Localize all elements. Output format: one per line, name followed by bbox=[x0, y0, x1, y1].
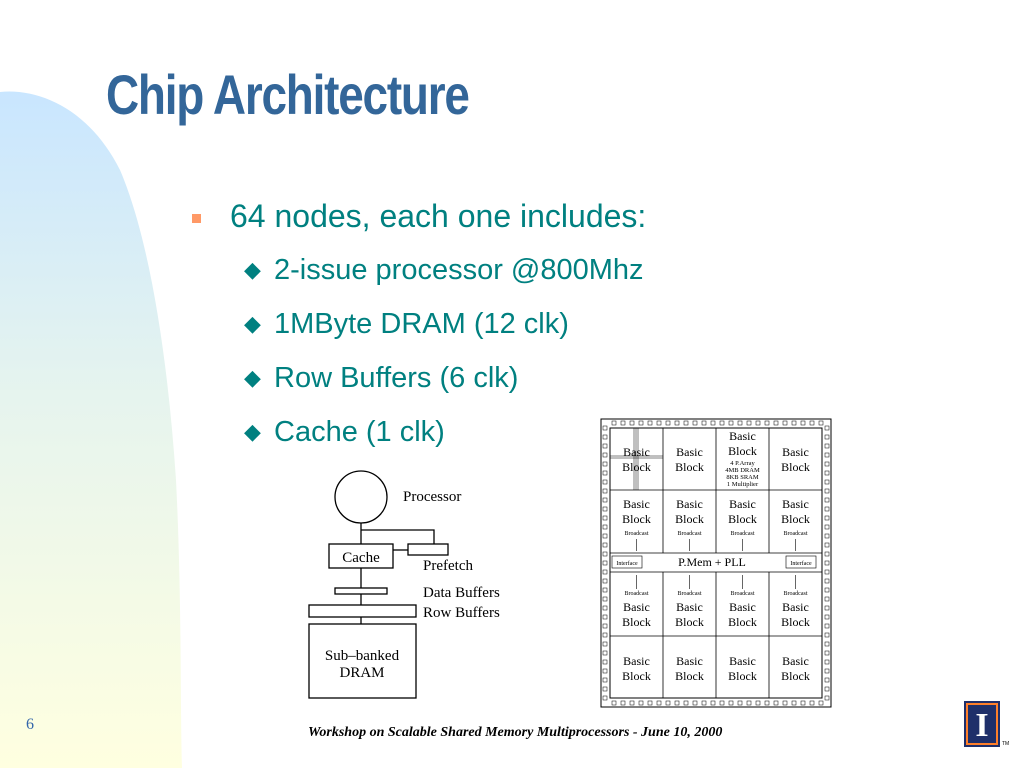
square-bullet-icon bbox=[192, 214, 201, 223]
node-diagram: Processor Cache Prefetch Data Buffers Ro… bbox=[308, 470, 500, 699]
cell-r4c1-basic: Basic bbox=[623, 654, 650, 668]
cell-r3c3-basic: Basic bbox=[729, 600, 756, 614]
cell-r4c3-basic: Basic bbox=[729, 654, 756, 668]
processor-label: Processor bbox=[403, 489, 461, 505]
diamond-bullet-icon: ◆ bbox=[244, 311, 261, 336]
footer-text: Workshop on Scalable Shared Memory Multi… bbox=[308, 725, 723, 740]
broadcast-r3c3: Broadcast bbox=[731, 591, 755, 597]
cell-r3c1-block: Block bbox=[622, 615, 651, 629]
slide-number: 6 bbox=[26, 716, 34, 733]
cell-detail-1: 4MB DRAM bbox=[725, 467, 760, 474]
row-buffers-label: Row Buffers bbox=[423, 605, 500, 621]
cell-r3c2-block: Block bbox=[675, 615, 704, 629]
cell-r2c2-basic: Basic bbox=[676, 497, 703, 511]
trademark-mark: TM bbox=[1002, 741, 1010, 747]
cell-r3c4-basic: Basic bbox=[782, 600, 809, 614]
broadcast-r3c1: Broadcast bbox=[625, 591, 649, 597]
prefetch-box bbox=[407, 543, 449, 556]
cell-r1c2-block: Block bbox=[675, 460, 704, 474]
cell-r4c4-basic: Basic bbox=[782, 654, 809, 668]
cell-detail-3: 1 Multiplier bbox=[727, 481, 759, 488]
cell-r2c3-basic: Basic bbox=[729, 497, 756, 511]
cell-r2c1-block: Block bbox=[622, 512, 651, 526]
broadcast-r2c2: Broadcast bbox=[678, 531, 702, 537]
broadcast-r3c2: Broadcast bbox=[678, 591, 702, 597]
interface-right-label: Interface bbox=[790, 560, 812, 567]
sub-bullet-cache: Cache (1 clk) bbox=[274, 416, 445, 448]
sub-bullet-dram: 1MByte DRAM (12 clk) bbox=[274, 308, 569, 340]
cell-r2c2-block: Block bbox=[675, 512, 704, 526]
cell-r4c2-basic: Basic bbox=[676, 654, 703, 668]
svg-text:I: I bbox=[975, 707, 988, 744]
cell-r4c1-block: Block bbox=[622, 669, 651, 683]
university-logo-icon: I bbox=[964, 701, 1000, 747]
cell-r1c1-block: Block bbox=[622, 460, 651, 474]
cell-r2c3-block: Block bbox=[728, 512, 757, 526]
cache-label: Cache bbox=[342, 550, 380, 566]
diamond-bullet-icon: ◆ bbox=[244, 365, 261, 390]
processor-circle bbox=[334, 470, 388, 524]
cell-r4c3-block: Block bbox=[728, 669, 757, 683]
cell-detail-0: 4 P.Array bbox=[730, 460, 755, 467]
cell-r2c1-basic: Basic bbox=[623, 497, 650, 511]
dram-label-line1: Sub–banked bbox=[325, 648, 400, 664]
broadcast-r2c4: Broadcast bbox=[784, 531, 808, 537]
cell-r3c4-block: Block bbox=[781, 615, 810, 629]
data-buffers-label: Data Buffers bbox=[423, 585, 500, 601]
main-bullet: 64 nodes, each one includes: bbox=[230, 198, 647, 234]
pmem-pll-label: P.Mem + PLL bbox=[678, 555, 746, 569]
broadcast-r2c1: Broadcast bbox=[625, 531, 649, 537]
interface-left-label: Interface bbox=[616, 560, 638, 567]
cell-r1c4-block: Block bbox=[781, 460, 810, 474]
cell-r4c4-block: Block bbox=[781, 669, 810, 683]
sub-bullet-row-buffers: Row Buffers (6 clk) bbox=[274, 362, 519, 394]
cell-r3c1-basic: Basic bbox=[623, 600, 650, 614]
data-buffer-box bbox=[334, 587, 388, 595]
cell-r3c2-basic: Basic bbox=[676, 600, 703, 614]
prefetch-label: Prefetch bbox=[423, 558, 473, 574]
dram-box bbox=[308, 623, 417, 699]
cell-r1c3-block: Block bbox=[728, 444, 757, 458]
cell-detail-2: 8KB SRAM bbox=[726, 474, 759, 481]
cell-r1c4-basic: Basic bbox=[782, 445, 809, 459]
broadcast-r3c4: Broadcast bbox=[784, 591, 808, 597]
cell-r2c4-block: Block bbox=[781, 512, 810, 526]
cell-r4c2-block: Block bbox=[675, 669, 704, 683]
cell-r2c4-basic: Basic bbox=[782, 497, 809, 511]
cell-r3c3-block: Block bbox=[728, 615, 757, 629]
cell-r1c2-basic: Basic bbox=[676, 445, 703, 459]
row-buffer-box bbox=[308, 604, 417, 618]
page-title: Chip Architecture bbox=[106, 63, 470, 126]
sub-bullet-processor: 2-issue processor @800Mhz bbox=[274, 254, 644, 286]
cell-r1c3-basic: Basic bbox=[729, 429, 756, 443]
cell-r1c1-basic: Basic bbox=[623, 445, 650, 459]
broadcast-r2c3: Broadcast bbox=[731, 531, 755, 537]
diamond-bullet-icon: ◆ bbox=[244, 419, 261, 444]
diamond-bullet-icon: ◆ bbox=[244, 257, 261, 282]
dram-label-line2: DRAM bbox=[339, 665, 384, 681]
